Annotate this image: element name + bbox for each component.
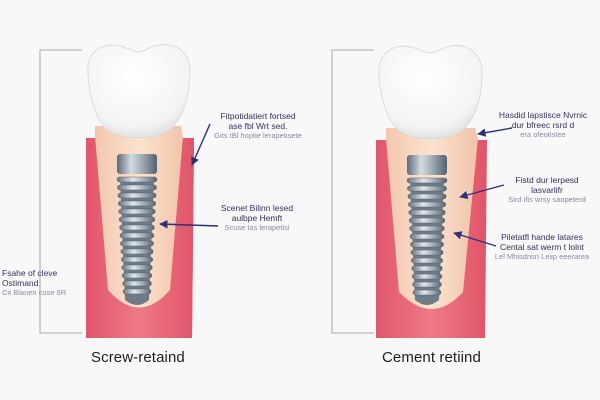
implant-thread bbox=[122, 280, 152, 287]
label-subtext: Scuse tas lerapetisi bbox=[224, 223, 290, 232]
implant-thread bbox=[118, 200, 156, 207]
implant-thread bbox=[408, 217, 446, 224]
implant-thread bbox=[121, 272, 153, 279]
annotation-label: Scenet Bilinn lesed aulbpe Hemft Scuse t… bbox=[214, 203, 300, 233]
implant-thread bbox=[116, 176, 158, 183]
implant-thread bbox=[408, 201, 446, 208]
label-subtext: Cit Blanen cose 6R bbox=[2, 288, 67, 297]
implant-thread bbox=[119, 224, 155, 231]
label-line: lasvarlifr bbox=[531, 185, 563, 195]
abutment bbox=[407, 155, 447, 175]
implant-threads bbox=[406, 177, 448, 305]
implant-thread bbox=[117, 184, 157, 191]
label-line: Piletatfl hande latares bbox=[501, 232, 583, 242]
annotation-label: Hasdid lapstisce Nvrnic dur bfreec rsrd … bbox=[490, 110, 596, 140]
implant-thread bbox=[409, 233, 445, 240]
implant-thread bbox=[122, 288, 152, 295]
crown bbox=[378, 45, 483, 140]
implant-thread bbox=[408, 209, 446, 216]
label-line: Fistd dur lerpesd bbox=[515, 175, 579, 185]
label-subtext: Sird ifis wrsy saopeterd bbox=[508, 195, 586, 204]
cement-retained-caption: Cement retiind bbox=[382, 349, 481, 366]
label-line: Scenet Bilinn lesed bbox=[220, 203, 294, 213]
label-line: Fitpotidatiert fortsed bbox=[220, 111, 296, 121]
screw-retained-caption: Screw-retaind bbox=[91, 349, 185, 366]
pointer-arrow bbox=[159, 220, 219, 229]
implant-thread bbox=[410, 249, 444, 256]
implant-thread bbox=[409, 225, 445, 232]
implant-thread bbox=[411, 257, 443, 264]
cement-retained-panel bbox=[331, 45, 513, 338]
label-line: Cental sat werm t lolnt bbox=[499, 242, 585, 252]
implant-thread bbox=[119, 232, 155, 239]
implant-thread bbox=[410, 241, 444, 248]
implant-thread bbox=[406, 177, 448, 184]
implant-thread bbox=[118, 216, 156, 223]
label-line: Ostimand bbox=[2, 278, 39, 288]
annotation-label: Fitpotidatiert fortsed ase fbl Wrt sed. … bbox=[206, 111, 310, 141]
annotation-label: Piletatfl hande latares Cental sat werm … bbox=[488, 232, 596, 262]
height-bracket bbox=[331, 49, 374, 334]
pointer-arrow bbox=[453, 231, 497, 247]
implant-thread bbox=[120, 248, 154, 255]
label-subtext: Lel Mhisdnsn Leiip eeerarea bbox=[494, 252, 590, 261]
implant-thread bbox=[121, 256, 153, 263]
label-line: Fsahe of cleve bbox=[2, 268, 58, 278]
implant-thread bbox=[121, 264, 153, 271]
abutment bbox=[117, 154, 157, 174]
label-line: dur bfreec rsrd d bbox=[511, 120, 575, 130]
implant-thread bbox=[117, 192, 157, 199]
pointer-arrow bbox=[477, 127, 513, 137]
implant-thread bbox=[411, 265, 443, 272]
implant-thread bbox=[120, 240, 154, 247]
implant-thread bbox=[407, 193, 447, 200]
implant-thread bbox=[411, 273, 443, 280]
label-subtext: Gits tBl hoptie lerapetisete bbox=[214, 131, 302, 140]
implant-thread bbox=[412, 289, 442, 296]
implant-thread bbox=[407, 185, 447, 192]
implant-thread bbox=[118, 208, 156, 215]
label-line: aulbpe Hemft bbox=[231, 213, 283, 223]
label-subtext: era ofeotistee bbox=[520, 130, 566, 139]
pointer-arrow bbox=[191, 123, 211, 166]
implant-threads bbox=[116, 176, 158, 305]
annotation-label: Fistd dur lerpesd lasvarlifr Sird ifis w… bbox=[500, 175, 594, 205]
height-bracket bbox=[39, 49, 82, 334]
screw-retained-panel bbox=[39, 44, 219, 338]
label-line: ase fbl Wrt sed. bbox=[228, 121, 288, 131]
label-line: Hasdid lapstisce Nvrnic bbox=[498, 110, 588, 120]
crown bbox=[87, 44, 191, 139]
annotation-label: Fsahe of cleve Ostimand Cit Blanen cose … bbox=[2, 268, 82, 298]
implant-thread bbox=[412, 281, 442, 288]
pointer-arrow bbox=[459, 184, 505, 200]
